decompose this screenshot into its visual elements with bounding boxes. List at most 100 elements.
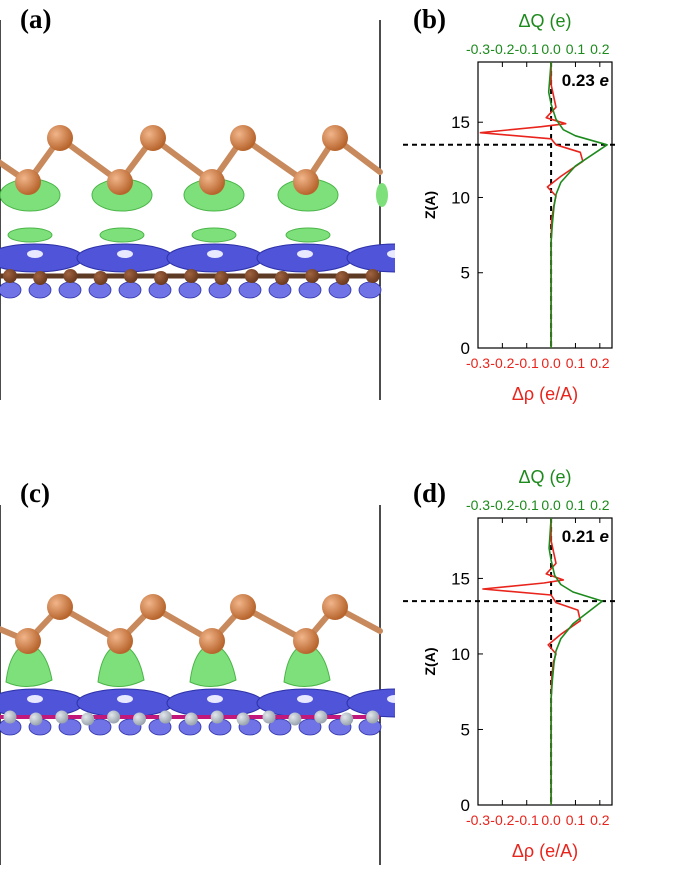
x-tick-label-top: -0.1 [515, 41, 539, 57]
substrate-atom [154, 271, 169, 285]
substrate-atom [33, 271, 48, 285]
charge-lobe-green [5, 643, 53, 687]
x-tick-label-bottom: -0.3 [466, 355, 490, 371]
charge-lobe-blue-hole [27, 250, 43, 258]
y-axis-label: Z(A) [422, 648, 438, 676]
x-axis-label-top: ΔQ (e) [518, 11, 571, 31]
substrate-atom [184, 712, 198, 726]
charge-lobe-blue [346, 688, 395, 718]
series-line-dq [547, 61, 608, 348]
y-tick-label: 5 [461, 720, 470, 739]
panel-label-c: (c) [20, 478, 50, 508]
x-axis-label-bottom: Δρ (e/A) [512, 841, 578, 861]
panel-label-d: (d) [413, 478, 446, 508]
substrate-atom [366, 710, 380, 724]
charge-lobe-blue [118, 281, 142, 299]
top-layer-atom [230, 125, 256, 151]
substrate-atom [55, 710, 69, 724]
substrate-atom [158, 710, 172, 724]
y-tick-label: 0 [461, 796, 470, 815]
x-tick-label-bottom: -0.3 [466, 812, 490, 828]
substrate-atom [288, 712, 302, 726]
x-tick-label-bottom: -0.2 [490, 355, 514, 371]
x-tick-label-bottom: 0.0 [541, 812, 561, 828]
x-tick-label-top: -0.2 [490, 497, 514, 513]
charge-lobe-blue-hole [207, 695, 223, 703]
panel-label-b: (b) [413, 4, 446, 34]
y-tick-label: 5 [461, 264, 470, 283]
charge-lobe-green [99, 227, 145, 243]
top-layer-atom [107, 169, 133, 195]
x-tick-label-top: -0.1 [515, 497, 539, 513]
substrate-atom [93, 271, 108, 285]
x-tick-label-top: -0.2 [490, 41, 514, 57]
x-tick-label-top: 0.0 [541, 497, 561, 513]
top-layer-atom [107, 628, 133, 654]
charge-lobe-blue [298, 281, 322, 299]
charge-lobe-blue-hole [387, 250, 395, 258]
plot-frame [477, 61, 613, 349]
charge-lobe-blue-hole [297, 695, 313, 703]
substrate-atom [123, 269, 138, 283]
top-layer-atom [293, 169, 319, 195]
x-tick-label-bottom: 0.0 [541, 355, 561, 371]
series-line-dq [548, 517, 604, 805]
series-line-drho [482, 518, 582, 805]
charge-lobe-blue-hole [387, 695, 395, 703]
y-tick-label: 0 [461, 339, 470, 358]
y-axis-label: Z(A) [422, 191, 438, 219]
top-layer-atom [199, 169, 225, 195]
panel-label-a: (a) [20, 4, 52, 34]
series-line-drho [479, 62, 584, 348]
substrate-atom [210, 710, 224, 724]
substrate-atom [214, 271, 229, 285]
y-tick-label: 15 [451, 113, 470, 132]
substrate-atom [3, 710, 17, 724]
charge-lobe-green [7, 227, 53, 243]
chart-b: -0.3-0.3-0.2-0.2-0.1-0.10.00.00.10.10.20… [403, 11, 615, 404]
charge-lobe-green [97, 643, 145, 687]
x-tick-label-top: -0.3 [466, 41, 490, 57]
top-layer-atom [293, 628, 319, 654]
charge-lobe-green [285, 227, 331, 243]
x-tick-label-top: 0.1 [566, 497, 586, 513]
charge-lobe-blue [346, 243, 395, 273]
x-tick-label-top: 0.0 [541, 41, 561, 57]
charge-lobe-blue [238, 281, 262, 299]
chart-d: -0.3-0.3-0.2-0.2-0.1-0.10.00.00.10.10.20… [403, 467, 615, 861]
charge-lobe-blue [0, 281, 22, 299]
charge-lobe-blue [0, 243, 84, 273]
substrate-atom [340, 712, 354, 726]
charge-lobe-blue-hole [117, 250, 133, 258]
substrate-atom [133, 712, 146, 726]
substrate-atom [274, 271, 289, 285]
top-layer-atom [230, 594, 256, 620]
substrate-atom [335, 271, 350, 285]
y-tick-label: 15 [451, 569, 470, 588]
charge-lobe-blue [58, 281, 82, 299]
charge-annotation-unit: e [600, 71, 609, 90]
top-layer-atom [47, 594, 73, 620]
charge-lobe-blue-hole [117, 695, 133, 703]
substrate-atom [184, 269, 199, 283]
charge-lobe-blue [358, 281, 382, 299]
y-tick-label: 10 [451, 645, 470, 664]
x-tick-label-bottom: -0.1 [515, 355, 539, 371]
substrate-atom [314, 710, 328, 724]
substrate-atom [262, 710, 276, 724]
x-tick-label-bottom: 0.2 [590, 812, 610, 828]
x-tick-label-bottom: 0.2 [590, 355, 610, 371]
structure-c [0, 505, 395, 865]
substrate-atom [63, 269, 78, 283]
x-tick-label-bottom: -0.1 [515, 812, 539, 828]
top-layer-atom [47, 125, 73, 151]
charge-lobe-blue-hole [27, 695, 43, 703]
substrate-atom [365, 269, 380, 283]
x-tick-label-top: 0.2 [590, 497, 610, 513]
x-tick-label-bottom: -0.2 [490, 812, 514, 828]
charge-lobe-blue-hole [207, 250, 223, 258]
x-tick-label-top: 0.2 [590, 41, 610, 57]
charge-lobe-green [376, 183, 388, 207]
substrate-atom [305, 269, 320, 283]
x-axis-label-bottom: Δρ (e/A) [512, 384, 578, 404]
